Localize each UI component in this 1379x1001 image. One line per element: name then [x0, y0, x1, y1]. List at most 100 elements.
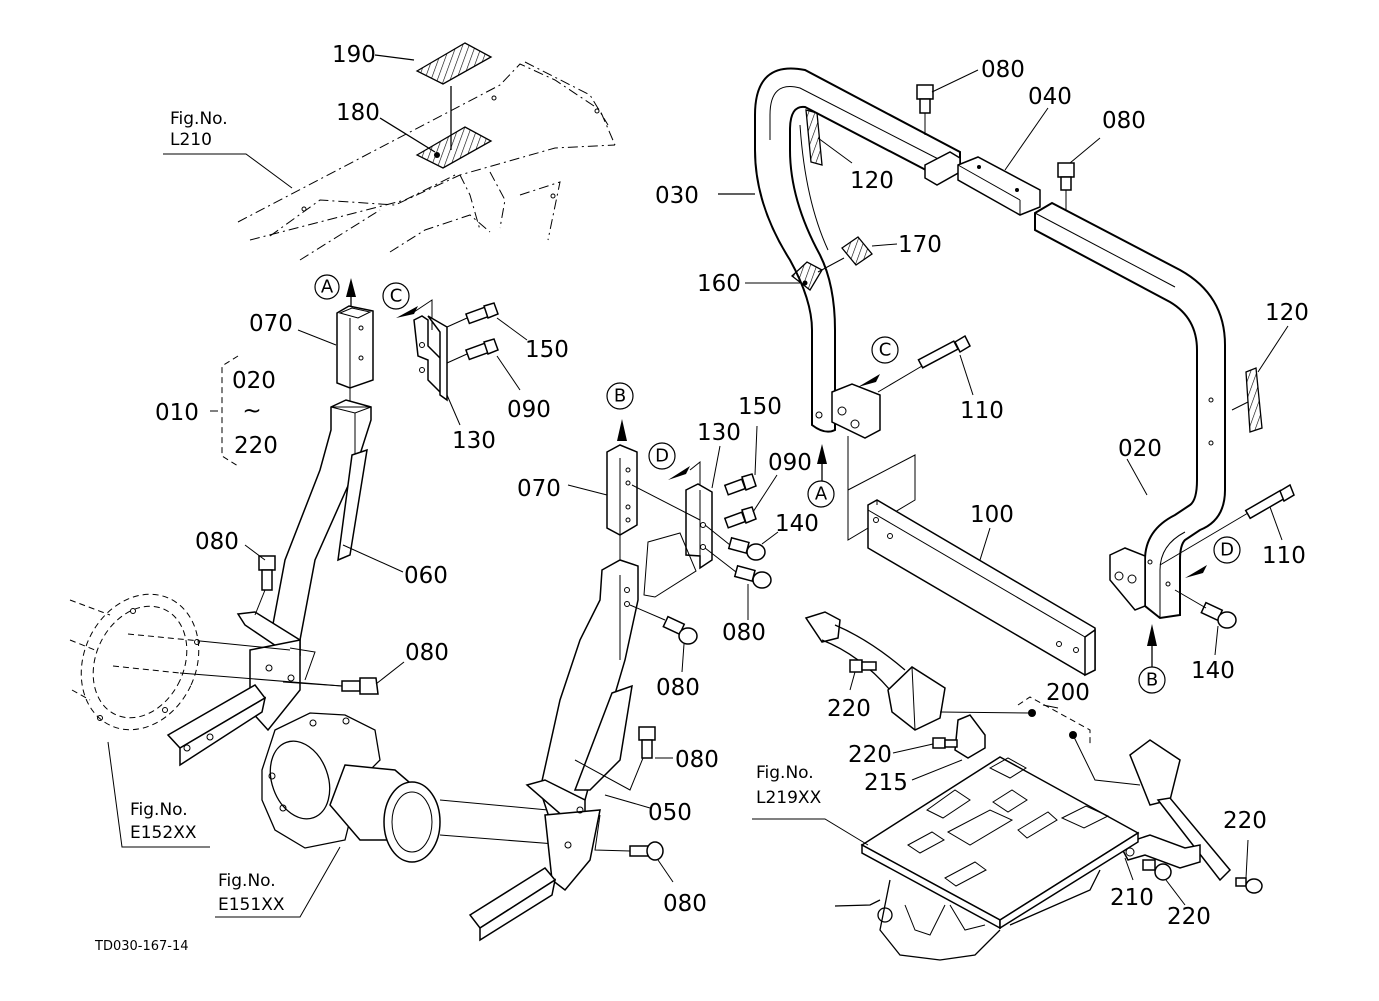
decal-180	[415, 126, 493, 169]
svg-text:B: B	[1146, 670, 1158, 691]
label-080-top-a: 080	[981, 57, 1025, 83]
housing-e152xx	[69, 593, 200, 731]
bolt-080-mid-c[interactable]	[638, 726, 656, 759]
bolt-150-left[interactable]	[464, 302, 499, 325]
belt-anchor-dot	[1028, 709, 1036, 717]
part-100-crossbar[interactable]	[867, 499, 1096, 677]
leader-180	[379, 117, 436, 153]
range-separator: ~	[242, 398, 261, 424]
bolt-220-b[interactable]	[932, 737, 958, 749]
group-200-bracket	[1017, 696, 1091, 745]
decal-170	[841, 236, 873, 266]
label-140-mid: 140	[775, 511, 819, 537]
label-070-left: 070	[249, 311, 293, 337]
part-030-rops-frame[interactable]	[754, 67, 961, 433]
fig-ref-l210-line2[interactable]: L210	[170, 130, 212, 150]
label-060: 060	[404, 563, 448, 589]
bolt-110-right[interactable]	[1244, 483, 1295, 520]
bolt-080-left-lower[interactable]	[341, 677, 379, 695]
leader-190	[374, 54, 415, 61]
part-070-mid[interactable]	[606, 444, 638, 536]
svg-text:C: C	[879, 340, 892, 361]
bolt-080-mid-d[interactable]	[629, 841, 664, 861]
label-010: 010	[155, 400, 199, 426]
part-130-mid[interactable]	[685, 483, 713, 570]
part-070-left[interactable]	[336, 305, 374, 389]
label-020-range: 020	[232, 368, 276, 394]
label-140-right: 140	[1191, 658, 1235, 684]
seat-belt-buckle[interactable]	[1129, 739, 1232, 882]
label-180: 180	[336, 100, 380, 126]
label-120-left: 120	[850, 168, 894, 194]
bolt-140-mid[interactable]	[727, 536, 766, 561]
bolt-080-mid-b[interactable]	[662, 615, 698, 645]
label-110-left: 110	[960, 398, 1004, 424]
bolt-080-mid-a[interactable]	[733, 564, 772, 589]
leader-l219xx	[752, 818, 869, 846]
part-130-left[interactable]	[413, 315, 448, 402]
bolt-220-c[interactable]	[1142, 859, 1172, 881]
bolt-080-top-b[interactable]	[1057, 162, 1075, 191]
fig-ref-e151xx-line2[interactable]: E151XX	[218, 895, 285, 915]
part-060-post[interactable]	[166, 399, 372, 767]
label-120-right: 120	[1265, 300, 1309, 326]
bolt-220-d[interactable]	[1235, 877, 1263, 894]
label-080-left-lower: 080	[405, 640, 449, 666]
marker-c-right: C	[858, 336, 899, 387]
label-080-mid-a: 080	[722, 620, 766, 646]
part-040-connector[interactable]	[957, 156, 1041, 216]
label-215: 215	[864, 770, 908, 796]
fig-ref-l219xx-line2[interactable]: L219XX	[756, 788, 822, 808]
bolt-080-top-a[interactable]	[916, 84, 934, 114]
label-090-mid: 090	[768, 450, 812, 476]
label-030: 030	[655, 183, 699, 209]
fig-ref-e152xx-line1[interactable]: Fig.No.	[130, 800, 188, 820]
decal-190	[415, 42, 493, 85]
bolt-090-mid[interactable]	[723, 506, 757, 529]
marker-b-right: B	[1138, 624, 1166, 694]
bolt-080-left-upper[interactable]	[258, 555, 276, 591]
label-040: 040	[1028, 84, 1072, 110]
label-080-mid-c: 080	[675, 747, 719, 773]
housing-e151xx	[261, 712, 441, 863]
buckle-leader	[1072, 734, 1141, 786]
label-220-d: 220	[1223, 808, 1267, 834]
part-020-rops-frame[interactable]	[1034, 201, 1226, 620]
fig-ref-e151xx-line1[interactable]: Fig.No.	[218, 871, 276, 891]
fig-ref-l219xx-line1[interactable]: Fig.No.	[756, 763, 814, 783]
label-080-left-upper: 080	[195, 529, 239, 555]
bolt-110-left[interactable]	[917, 334, 971, 369]
label-220-range: 220	[234, 433, 278, 459]
marker-c-left: C	[382, 282, 433, 330]
label-220-b: 220	[848, 742, 892, 768]
decal-120-left	[805, 109, 823, 166]
bolt-140-right[interactable]	[1200, 601, 1237, 629]
bolt-090-left[interactable]	[464, 338, 499, 361]
seat-frame-l219xx	[834, 756, 1140, 961]
label-100: 100	[970, 502, 1014, 528]
bolt-220-a[interactable]	[849, 659, 877, 673]
label-170: 170	[898, 232, 942, 258]
fig-ref-e152xx-line2[interactable]: E152XX	[130, 823, 197, 843]
label-200: 200	[1046, 680, 1090, 706]
label-070-mid: 070	[517, 476, 561, 502]
marker-d-right: D	[1185, 536, 1241, 578]
label-110-right: 110	[1262, 543, 1306, 569]
label-150-left: 150	[525, 337, 569, 363]
part-050-post[interactable]	[468, 559, 639, 942]
bracket-215[interactable]	[954, 714, 986, 759]
drawing-code: TD030-167-14	[94, 939, 189, 954]
marker-b-mid: B	[606, 382, 634, 441]
label-130-mid: 130	[697, 420, 741, 446]
label-220-c: 220	[1167, 904, 1211, 930]
marker-a-left: A	[314, 274, 356, 308]
bracket-210[interactable]	[1118, 834, 1201, 869]
leader-e152xx	[107, 741, 210, 848]
label-220-a: 220	[827, 696, 871, 722]
svg-text:D: D	[655, 446, 669, 467]
fig-ref-l210-line1[interactable]: Fig.No.	[170, 109, 228, 129]
fender-outline	[237, 61, 616, 261]
label-090-left: 090	[507, 397, 551, 423]
bolt-150-mid[interactable]	[723, 473, 757, 496]
